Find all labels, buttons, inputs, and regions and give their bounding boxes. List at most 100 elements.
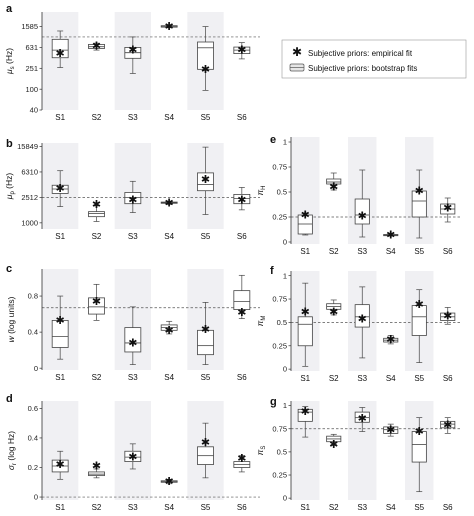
box-iqr (124, 192, 142, 205)
empirical-fit-marker: ✱ (237, 45, 246, 57)
box-s2: ✱ (88, 461, 105, 479)
empirical-fit-marker: ✱ (56, 183, 65, 195)
category-label: S2 (329, 503, 339, 512)
category-label: S5 (201, 503, 211, 512)
empirical-fit-marker: ✱ (237, 453, 246, 465)
box-s1: ✱ (51, 450, 69, 480)
legend-empirical-symbol: ✱ (292, 45, 302, 59)
category-label: S2 (92, 232, 102, 241)
box-s1: ✱ (51, 170, 69, 207)
box-iqr (124, 450, 142, 462)
empirical-fit-marker: ✱ (386, 230, 395, 242)
y-tick-label: 0.25 (272, 213, 287, 222)
y-tick-label: 0.5 (277, 447, 287, 456)
box-s1: ✱ (51, 30, 69, 68)
category-label: S1 (55, 232, 65, 241)
y-tick-label: 0 (283, 238, 287, 247)
box-iqr (51, 38, 69, 59)
y-axis-label: σr (log Hz) (6, 431, 18, 470)
y-tick-label: 0.75 (272, 163, 287, 172)
panel-d: d00.20.40.6σr (log Hz)✱S1✱S2✱S3✱S4✱S5✱S6 (6, 393, 260, 512)
box-iqr (440, 420, 456, 429)
box-iqr (354, 304, 370, 328)
y-tick-label: 0.2 (28, 463, 38, 472)
category-label: S3 (357, 503, 367, 512)
empirical-fit-marker: ✱ (92, 40, 101, 52)
legend-bootstrap-label: Subjective priors: bootstrap fits (308, 64, 417, 73)
empirical-fit-marker: ✱ (128, 194, 137, 206)
panel-c: c00.40.8w (log units)✱S1✱S2✱S3✱S4✱S5✱S6 (6, 263, 260, 382)
category-label: S3 (357, 374, 367, 383)
panel-label-b: b (6, 138, 13, 150)
y-tick-label: 0.4 (28, 434, 38, 443)
empirical-fit-marker: ✱ (301, 307, 310, 319)
box-s4: ✱ (160, 198, 178, 210)
y-axis-label: πH (255, 185, 267, 195)
box-s5: ✱ (411, 417, 427, 493)
empirical-fit-marker: ✱ (329, 182, 338, 194)
box-s6: ✱ (233, 453, 251, 473)
empirical-fit-marker: ✱ (201, 64, 210, 76)
empirical-fit-marker: ✱ (128, 452, 137, 464)
box-iqr (197, 41, 214, 70)
y-tick-label: 1 (283, 271, 287, 280)
box-s6: ✱ (233, 274, 251, 319)
category-label: S4 (386, 503, 396, 512)
empirical-fit-marker: ✱ (415, 426, 424, 438)
box-s3: ✱ (354, 407, 370, 432)
category-label: S5 (414, 247, 424, 256)
y-tick-label: 0.25 (272, 471, 287, 480)
category-label: S6 (237, 232, 247, 241)
empirical-fit-marker: ✱ (415, 186, 424, 198)
panel-label-a: a (6, 3, 13, 15)
category-label: S2 (92, 113, 102, 122)
box-s3: ✱ (124, 443, 142, 470)
empirical-fit-marker: ✱ (358, 413, 367, 425)
category-label: S6 (443, 374, 453, 383)
empirical-fit-marker: ✱ (386, 334, 395, 346)
y-tick-label: 0 (34, 364, 38, 373)
category-label: S6 (237, 503, 247, 512)
y-tick-label: 0.6 (28, 404, 38, 413)
y-tick-label: 100 (25, 85, 38, 94)
category-label: S5 (414, 374, 424, 383)
empirical-fit-marker: ✱ (386, 424, 395, 436)
empirical-fit-marker: ✱ (301, 406, 310, 418)
category-label: S5 (201, 373, 211, 382)
empirical-fit-marker: ✱ (201, 324, 210, 336)
category-label: S4 (164, 373, 174, 382)
box-s6: ✱ (233, 187, 251, 211)
box-iqr (124, 327, 142, 353)
empirical-fit-marker: ✱ (165, 21, 174, 33)
box-s2: ✱ (326, 172, 342, 194)
box-iqr (354, 198, 370, 225)
category-label: S1 (55, 503, 65, 512)
empirical-fit-marker: ✱ (92, 296, 101, 308)
box-iqr (411, 305, 427, 336)
category-label: S2 (92, 503, 102, 512)
category-label: S6 (237, 373, 247, 382)
category-label: S5 (201, 232, 211, 241)
empirical-fit-marker: ✱ (201, 437, 210, 449)
y-axis-label: w (log units) (6, 296, 16, 342)
category-label: S3 (128, 232, 138, 241)
category-label: S4 (386, 374, 396, 383)
category-label: S6 (443, 503, 453, 512)
box-s3: ✱ (354, 286, 370, 359)
y-tick-label: 251 (25, 64, 38, 73)
box-s6: ✱ (440, 197, 456, 223)
box-s2: ✱ (326, 433, 342, 451)
empirical-fit-marker: ✱ (415, 299, 424, 311)
category-label: S4 (386, 247, 396, 256)
box-s6: ✱ (233, 42, 251, 60)
empirical-fit-marker: ✱ (56, 459, 65, 471)
box-iqr (297, 316, 313, 347)
empirical-fit-marker: ✱ (165, 325, 174, 337)
category-label: S5 (414, 503, 424, 512)
box-iqr (354, 411, 370, 423)
y-tick-label: 0.75 (272, 295, 287, 304)
box-s2: ✱ (88, 283, 105, 321)
